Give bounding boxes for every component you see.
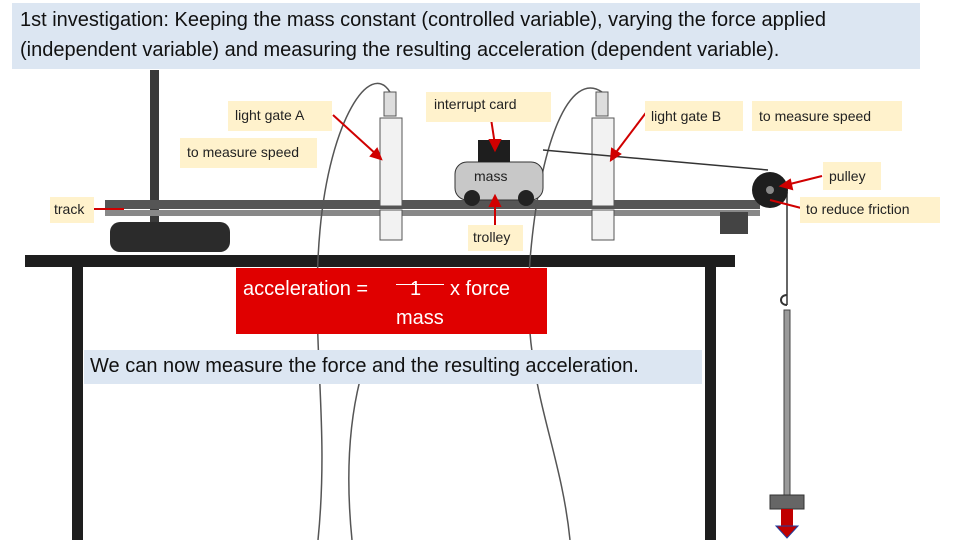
arrow-gate-a [332,114,378,156]
label-pulley: pulley [823,162,881,190]
mass-hanger-hook [780,294,788,306]
stand-base [110,222,230,252]
cable-gate-b [527,87,603,540]
label-mass: mass [474,168,508,184]
label-to-reduce-friction: to reduce friction [800,197,940,223]
label-interrupt-card: interrupt card [426,92,551,122]
note-text: We can now measure the force and the res… [90,355,639,377]
label-to-measure-speed-left: to measure speed [180,138,317,168]
mass-block [478,140,510,162]
fraction-bar [396,284,444,285]
trolley-wheel-right [518,190,534,206]
table-leg-right [705,267,716,540]
title-line-2: (independent variable) and measuring the… [20,39,780,61]
track-rail [105,200,760,209]
light-gate-a-top [383,91,397,117]
label-track: track [50,197,94,223]
force-arrow-shaft [781,509,793,527]
force-arrow-head [774,525,800,539]
light-gate-a-leg [379,209,403,241]
stand-pole [150,70,159,245]
pulley-hub [766,186,774,194]
arrowhead-gate-b [609,147,622,162]
table-leg-left [72,267,83,540]
track-end-stop [720,212,748,234]
title-line-1: 1st investigation: Keeping the mass cons… [20,9,827,31]
arrowhead-interrupt-card [488,139,502,153]
light-gate-b-body [591,117,615,207]
equation-lhs: acceleration = [243,278,369,300]
title-box: 1st investigation: Keeping the mass cons… [12,3,920,69]
label-light-gate-a: light gate A [228,101,332,131]
arrow-friction [769,199,806,210]
equation-rhs: x force [450,278,511,300]
arrowhead-pulley [778,178,794,191]
mass-hanger-base [769,494,805,510]
equation-box: acceleration = 1 x force mass [236,268,547,334]
arrowhead-trolley [488,193,502,207]
cable-gate-a [316,82,391,540]
label-light-gate-b: light gate B [645,101,743,131]
light-gate-a-body [379,117,403,207]
arrow-pulley [785,175,823,186]
equation-denominator: mass [396,307,444,329]
mass-hanger-stem [783,309,791,501]
arrowhead-gate-a [369,147,383,161]
label-trolley: trolley [468,225,523,251]
track-rail-lower [105,210,760,216]
string-horizontal [542,149,769,171]
table-top [25,255,735,267]
arrow-gate-b [613,109,649,156]
trolley-wheel-left [464,190,480,206]
cable-wire [347,379,361,540]
label-to-measure-speed-right: to measure speed [752,101,902,131]
note-box: We can now measure the force and the res… [84,350,702,384]
light-gate-b-leg [591,209,615,241]
light-gate-b-top [595,91,609,117]
equation-numerator: 1 [410,278,422,300]
